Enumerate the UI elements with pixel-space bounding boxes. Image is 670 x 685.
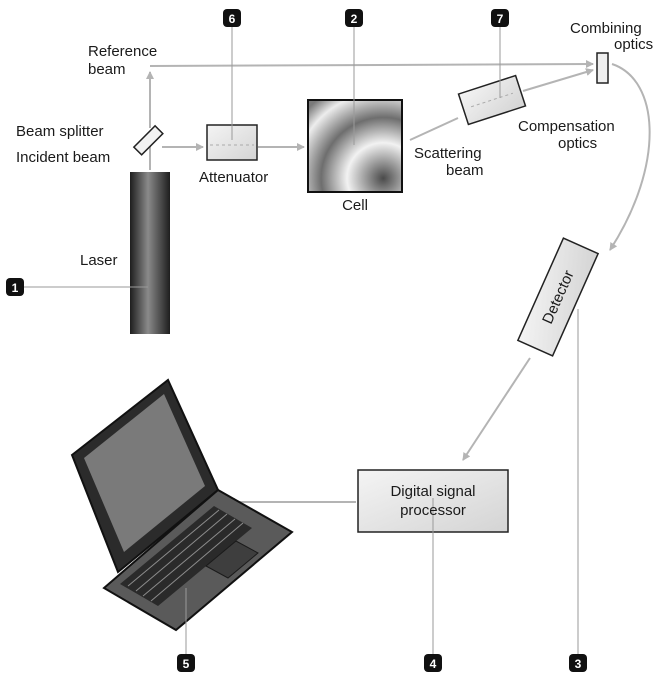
marker-7: 7 — [491, 9, 509, 27]
scattering-beam-label-line1: Scattering — [414, 145, 482, 162]
beam-splitter-label: Beam splitter — [16, 123, 104, 140]
attenuator-label: Attenuator — [199, 169, 268, 186]
detector-box — [516, 237, 600, 357]
marker-5-text: 5 — [183, 657, 190, 671]
beam-splitter-plate — [132, 124, 164, 156]
cell-label: Cell — [342, 197, 368, 214]
laptop-key-rows — [127, 509, 244, 602]
dsp-label-line2: processor — [400, 502, 466, 519]
laptop-keyboard — [120, 506, 252, 606]
scattering-beam-label-line2: beam — [446, 162, 484, 179]
detector-to-dsp-beam — [462, 357, 531, 461]
laptop-touchpad — [205, 540, 259, 579]
laser-label: Laser — [80, 252, 118, 269]
leader-lines — [15, 26, 579, 655]
compensation-optics-label-line2: optics — [558, 135, 597, 152]
combining-to-detector-beam — [609, 63, 651, 251]
marker-2: 2 — [345, 9, 363, 27]
scattering-beam-line — [409, 117, 459, 141]
reference-beam-horizontal — [149, 60, 594, 69]
incident-beam-label: Incident beam — [16, 149, 110, 166]
combining-optics-label-line1: Combining — [570, 20, 642, 37]
combining-optics-plate — [596, 52, 609, 84]
compensation-optics-box — [457, 74, 527, 126]
marker-7-text: 7 — [497, 12, 504, 26]
cell-box — [307, 99, 403, 193]
laser-tube — [130, 172, 170, 334]
marker-1-text: 1 — [12, 281, 19, 295]
marker-4: 4 — [424, 654, 442, 672]
marker-3-text: 3 — [575, 657, 582, 671]
marker-6: 6 — [223, 9, 241, 27]
marker-5: 5 — [177, 654, 195, 672]
reference-beam-label-line2: beam — [88, 61, 126, 78]
laptop-screen — [84, 394, 205, 552]
marker-2-text: 2 — [351, 12, 358, 26]
compensation-optics-label-line1: Compensation — [518, 118, 615, 135]
marker-3: 3 — [569, 654, 587, 672]
dsp-label-line1: Digital signal — [390, 483, 475, 500]
compensation-to-combining-beam — [522, 68, 594, 92]
marker-6-text: 6 — [229, 12, 236, 26]
combining-optics-label-line2: optics — [614, 36, 653, 53]
reference-beam-label-line1: Reference — [88, 43, 157, 60]
laptop-icon — [70, 378, 294, 632]
marker-1: 1 — [6, 278, 24, 296]
marker-4-text: 4 — [430, 657, 437, 671]
